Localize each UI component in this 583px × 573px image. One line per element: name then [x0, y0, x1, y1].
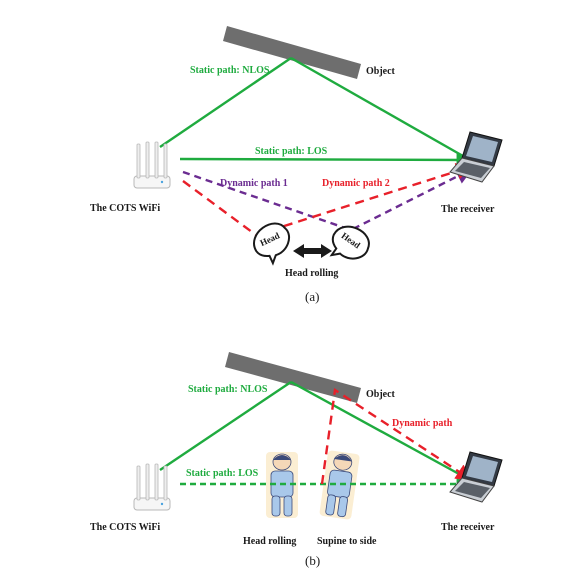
nlos-path-up — [159, 57, 292, 148]
dynamic1-label: Dynamic path 1 — [220, 178, 288, 189]
head-rolling-label: Head rolling — [285, 268, 338, 279]
panel-a: Object Static path: NLOS Static path: LO… — [90, 26, 503, 304]
wifi-label: The COTS WiFi — [90, 203, 160, 214]
nlos-path-down — [290, 380, 471, 482]
nlos-path-down — [290, 56, 471, 162]
los-label: Static path: LOS — [255, 146, 328, 157]
nlos-path-up — [159, 381, 292, 471]
object-label: Object — [366, 66, 396, 77]
receiver-label: The receiver — [441, 522, 495, 533]
router-icon — [133, 141, 171, 189]
dynamic2-label: Dynamic path 2 — [322, 178, 390, 189]
los-label: Static path: LOS — [186, 468, 259, 479]
dynamic-label: Dynamic path — [392, 418, 453, 429]
head-icon: Head — [253, 222, 290, 266]
laptop-icon — [449, 451, 503, 503]
receiver-label: The receiver — [441, 204, 495, 215]
caption-a: (a) — [305, 289, 319, 304]
supine-label: Supine to side — [317, 536, 377, 547]
object-label: Object — [366, 389, 396, 400]
laptop-icon — [449, 131, 503, 183]
nlos-label: Static path: NLOS — [190, 65, 270, 76]
caption-b: (b) — [305, 553, 320, 568]
dynamic-path-1 — [182, 168, 474, 232]
wifi-label: The COTS WiFi — [90, 522, 160, 533]
object-plate — [223, 26, 361, 79]
router-icon — [133, 463, 171, 511]
head-rolling-label: Head rolling — [243, 536, 296, 547]
dynamic-path — [320, 387, 473, 485]
double-arrow-icon — [293, 244, 332, 258]
nlos-label: Static path: NLOS — [188, 384, 268, 395]
head-icon: Head — [329, 225, 370, 260]
object-plate — [225, 352, 361, 403]
panel-b: Object Static path: NLOS Static path: LO… — [90, 352, 503, 568]
los-path — [179, 151, 474, 169]
